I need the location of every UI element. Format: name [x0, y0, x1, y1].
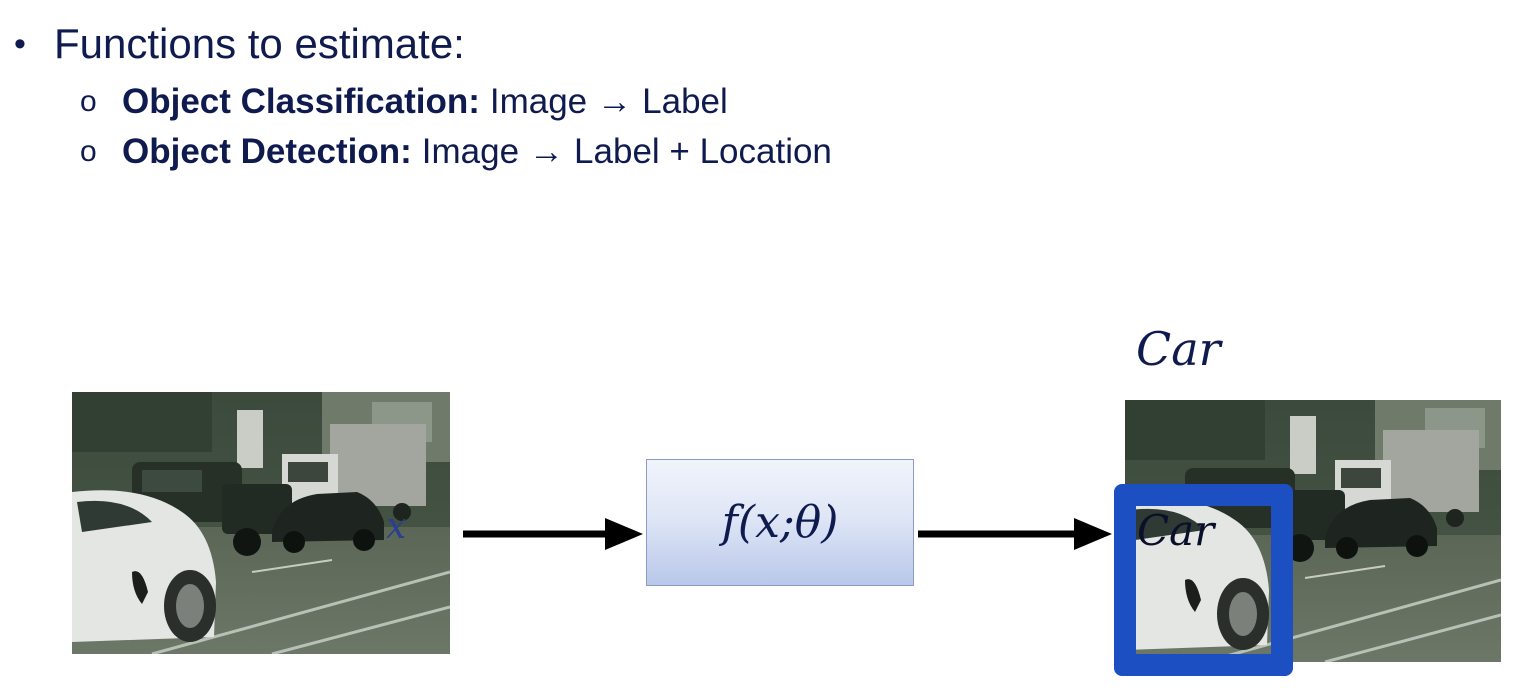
sub-bullet-marker: o	[80, 135, 97, 168]
function-box: f(x;θ)	[646, 459, 914, 586]
detection-input: Image	[421, 132, 520, 171]
detection-bounding-box	[1114, 484, 1293, 676]
arrow-to-function	[463, 512, 645, 556]
input-street-photo	[72, 392, 450, 654]
classification-output: Label	[642, 82, 728, 121]
classification-input: Image	[489, 82, 588, 121]
input-variable-label: x	[386, 506, 407, 547]
output-class-label: Car	[1136, 322, 1221, 376]
bounding-box-label: Car	[1137, 506, 1215, 555]
detection-output: Label + Location	[574, 132, 832, 171]
sub-bullet-marker: o	[80, 85, 97, 118]
detection-term: Object Detection:	[122, 132, 412, 171]
main-bullet-text: Functions to estimate:	[54, 20, 465, 67]
classification-term: Object Classification:	[122, 82, 480, 121]
function-label: f(x;θ)	[721, 497, 839, 548]
right-arrow-icon: →	[597, 82, 633, 121]
arrow-to-output	[918, 512, 1114, 556]
sub-bullet-classification: o Object Classification: Image → Label	[80, 82, 728, 122]
right-arrow-icon: →	[529, 132, 565, 171]
main-bullet: • Functions to estimate:	[14, 20, 465, 68]
bullet-marker: •	[14, 25, 26, 63]
sub-bullet-detection: o Object Detection: Image → Label + Loca…	[80, 132, 832, 172]
output-street-photo	[1125, 400, 1501, 662]
